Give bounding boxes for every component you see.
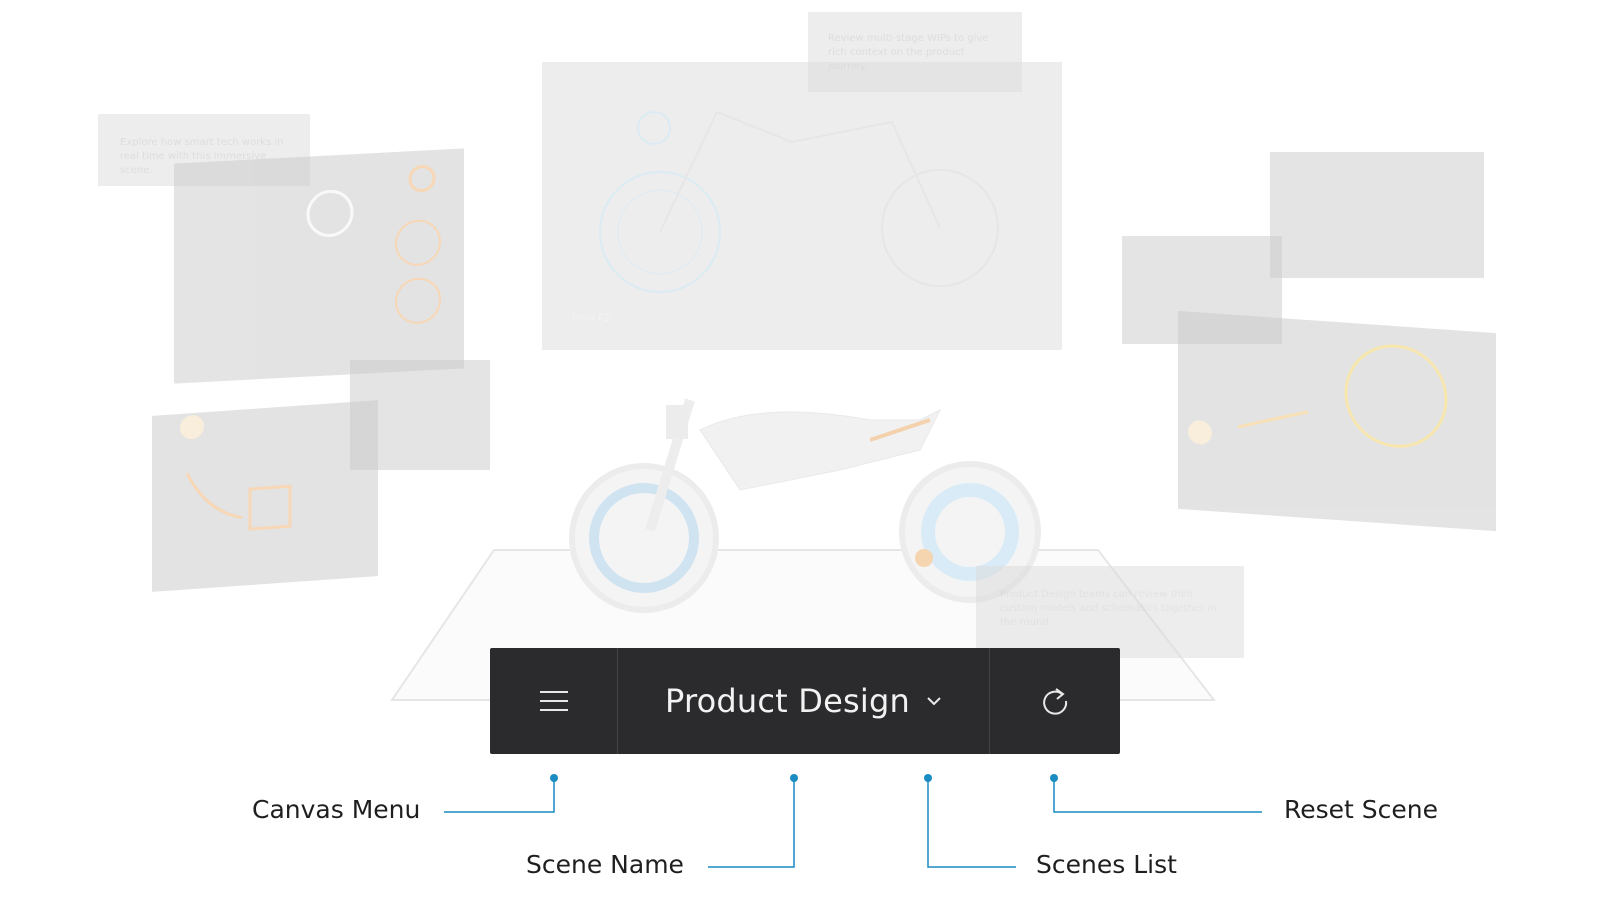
panel-schematic: Flow F2 — [542, 62, 1062, 350]
scene-toolbar: Product Design — [490, 648, 1120, 754]
canvas-menu-dot — [550, 774, 558, 782]
panel-note-text: Explore how smart tech works in real tim… — [120, 137, 284, 176]
scene-name-dot — [790, 774, 798, 782]
hamburger-menu-icon — [539, 691, 568, 711]
canvas-menu-button[interactable] — [490, 648, 618, 754]
scenes-list-toggle[interactable] — [926, 696, 942, 706]
dashboard-sketch-icon — [180, 415, 292, 531]
refresh-icon — [1043, 688, 1068, 715]
callout-canvas-menu: Canvas Menu — [252, 795, 421, 824]
schematic-caption: Flow F2 — [572, 313, 611, 324]
panel-note-text: Product Design teams can review their cu… — [1000, 589, 1217, 628]
reset-scene-dot — [1050, 774, 1058, 782]
callout-reset-scene: Reset Scene — [1284, 795, 1439, 824]
panel-right-taillight-image — [1178, 310, 1496, 532]
callout-scenes-list: Scenes List — [1036, 850, 1177, 879]
taillight-sketch-icon — [1188, 344, 1448, 448]
headlight-sketch-icon — [306, 165, 441, 324]
panel-headlight-image — [174, 148, 464, 384]
scenes-list-dot — [924, 774, 932, 782]
scene-name-label: Product Design — [665, 682, 910, 720]
reset-scene-button[interactable] — [990, 648, 1120, 754]
chevron-down-icon — [927, 697, 941, 706]
panel-dashboard-image — [152, 400, 378, 592]
motorcycle-schematic-icon — [599, 110, 999, 293]
scene-name-dropdown[interactable]: Product Design — [618, 648, 990, 754]
callout-scene-name: Scene Name — [526, 850, 684, 879]
panel-bottom-right-note: Product Design teams can review their cu… — [976, 566, 1244, 658]
panel-right-top-image — [1270, 152, 1484, 278]
